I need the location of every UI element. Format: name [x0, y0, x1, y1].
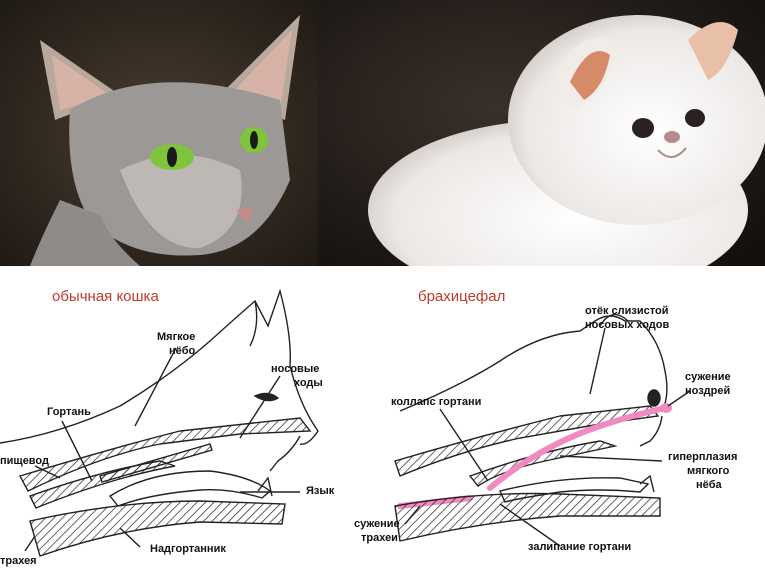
mucosa-edema-label-2: носовых ходов [585, 319, 670, 331]
anatomy-diagram: обычная кошка брахицефал Мягкое нёбо нос… [0, 266, 765, 571]
soft-palate-hyperplasia-label: гиперплазия [668, 451, 738, 463]
soft-palate-hyperplasia-label-3: нёба [696, 479, 722, 491]
nasal-passages-label-2: ходы [294, 377, 323, 389]
normal-cat-title: обычная кошка [52, 288, 159, 305]
oriental-cat-photo [0, 0, 318, 266]
tongue-label: Язык [306, 485, 335, 497]
soft-palate-hyperplasia-label-2: мягкого [687, 465, 730, 477]
nasal-passages-label: носовые [271, 363, 320, 375]
larynx-label: Гортань [47, 406, 91, 418]
soft-palate-label-2: нёбо [169, 345, 196, 357]
larynx-sticking-label: залипание гортани [528, 541, 632, 553]
larynx-collapse-label: коллапс гортани [391, 396, 482, 408]
trachea-narrowing-label-2: трахеи [361, 532, 398, 544]
persian-cat-photo [318, 0, 765, 266]
nostril-narrowing-label-2: ноздрей [685, 385, 731, 397]
esophagus-label: пищевод [0, 455, 49, 467]
normal-cat-diagram [0, 288, 319, 557]
trachea-narrowing-label: сужение [354, 518, 400, 530]
trachea-label: трахея [0, 555, 37, 567]
soft-palate-label: Мягкое [157, 331, 196, 343]
nostril-narrowing-label: сужение [685, 371, 731, 383]
epiglottis-label: Надгортанник [150, 543, 226, 555]
brachycephalic-diagram [394, 313, 691, 547]
brachycephalic-title: брахицефал [418, 288, 506, 305]
mucosa-edema-label: отёк слизистой [585, 305, 669, 317]
